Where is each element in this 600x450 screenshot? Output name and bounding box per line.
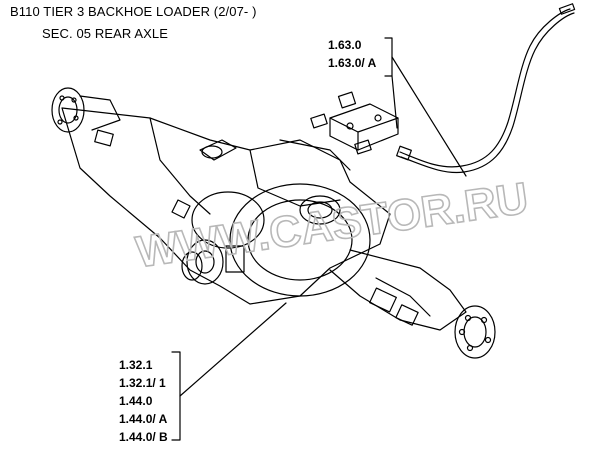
callout-ref[interactable]: 1.44.0/ A — [119, 412, 168, 426]
valve-block — [310, 91, 399, 155]
page-title: B110 TIER 3 BACKHOE LOADER (2/07- ) — [10, 4, 257, 19]
callout-ref[interactable]: 1.63.0 — [328, 38, 362, 52]
callout-ref[interactable]: 1.32.1 — [119, 358, 153, 372]
hydraulic-hose — [396, 3, 576, 174]
callout-ref[interactable]: 1.63.0/ A — [328, 56, 377, 70]
callout-ref[interactable]: 1.44.0/ B — [119, 430, 168, 444]
callout-bottom: 1.32.1 1.32.1/ 1 1.44.0 1.44.0/ A 1.44.0… — [119, 356, 168, 446]
input-flange — [171, 199, 245, 285]
callout-ref[interactable]: 1.44.0 — [119, 394, 153, 408]
right-hub — [454, 305, 496, 359]
left-hub — [51, 87, 121, 147]
leader-top — [384, 37, 467, 177]
right-axle-arm — [329, 249, 496, 359]
watermark: WWW.CASTOR.RU — [132, 173, 532, 278]
section-title: SEC. 05 REAR AXLE — [42, 26, 168, 41]
leader-bottom — [171, 302, 287, 441]
callout-top: 1.63.0 1.63.0/ A — [328, 36, 376, 72]
axle-housing — [61, 107, 391, 305]
callout-ref[interactable]: 1.32.1/ 1 — [119, 376, 166, 390]
watermark-text: WWW.CASTOR.RU — [133, 174, 531, 278]
